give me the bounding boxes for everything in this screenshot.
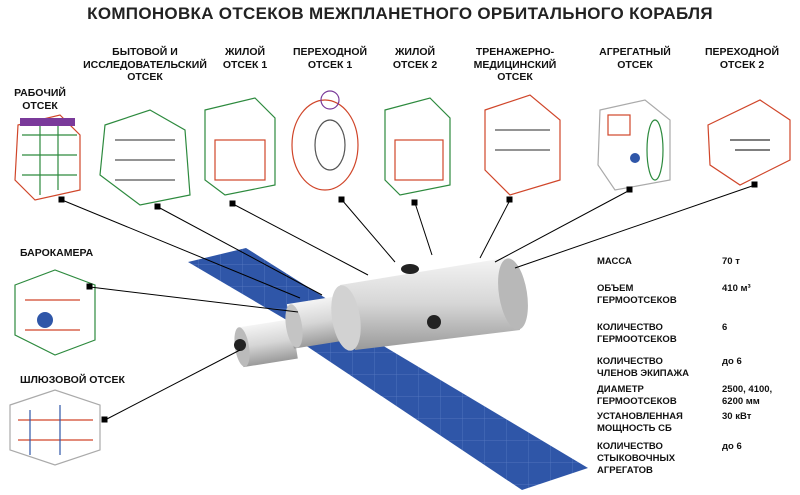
spec-label: МАССА	[597, 256, 632, 267]
transfer1-sketch	[291, 90, 359, 191]
compartment-sketches	[9, 90, 791, 466]
training-sketch	[484, 94, 561, 196]
spec-value: 6	[722, 322, 728, 333]
pointer-lines	[58, 181, 758, 423]
spec-value: до 6	[722, 441, 742, 452]
work-compartment-sketch	[14, 114, 81, 201]
label-pressure-chamber: БАРОКАМЕРА	[20, 247, 94, 259]
pressure-chamber-sketch	[14, 269, 96, 356]
spec-value: до 6	[722, 356, 742, 367]
aggregate-sketch	[597, 99, 671, 191]
airlock-sketch	[9, 389, 101, 466]
living1-sketch	[204, 97, 276, 196]
page-title: КОМПОНОВКА ОТСЕКОВ МЕЖПЛАНЕТНОГО ОРБИТАЛ…	[87, 4, 713, 23]
ship-hull	[234, 258, 528, 368]
spec-value: 70 т	[722, 256, 740, 267]
household-sketch	[99, 109, 191, 206]
spec-value: 2500, 4100,6200 мм	[722, 384, 773, 407]
transfer2-sketch	[707, 99, 791, 186]
label-airlock: ШЛЮЗОВОЙ ОТСЕК	[20, 374, 125, 386]
solar-panel-lower	[305, 332, 588, 490]
spec-value: 30 кВт	[722, 411, 752, 422]
living2-sketch	[384, 97, 451, 196]
spec-value: 410 м³	[722, 283, 751, 294]
